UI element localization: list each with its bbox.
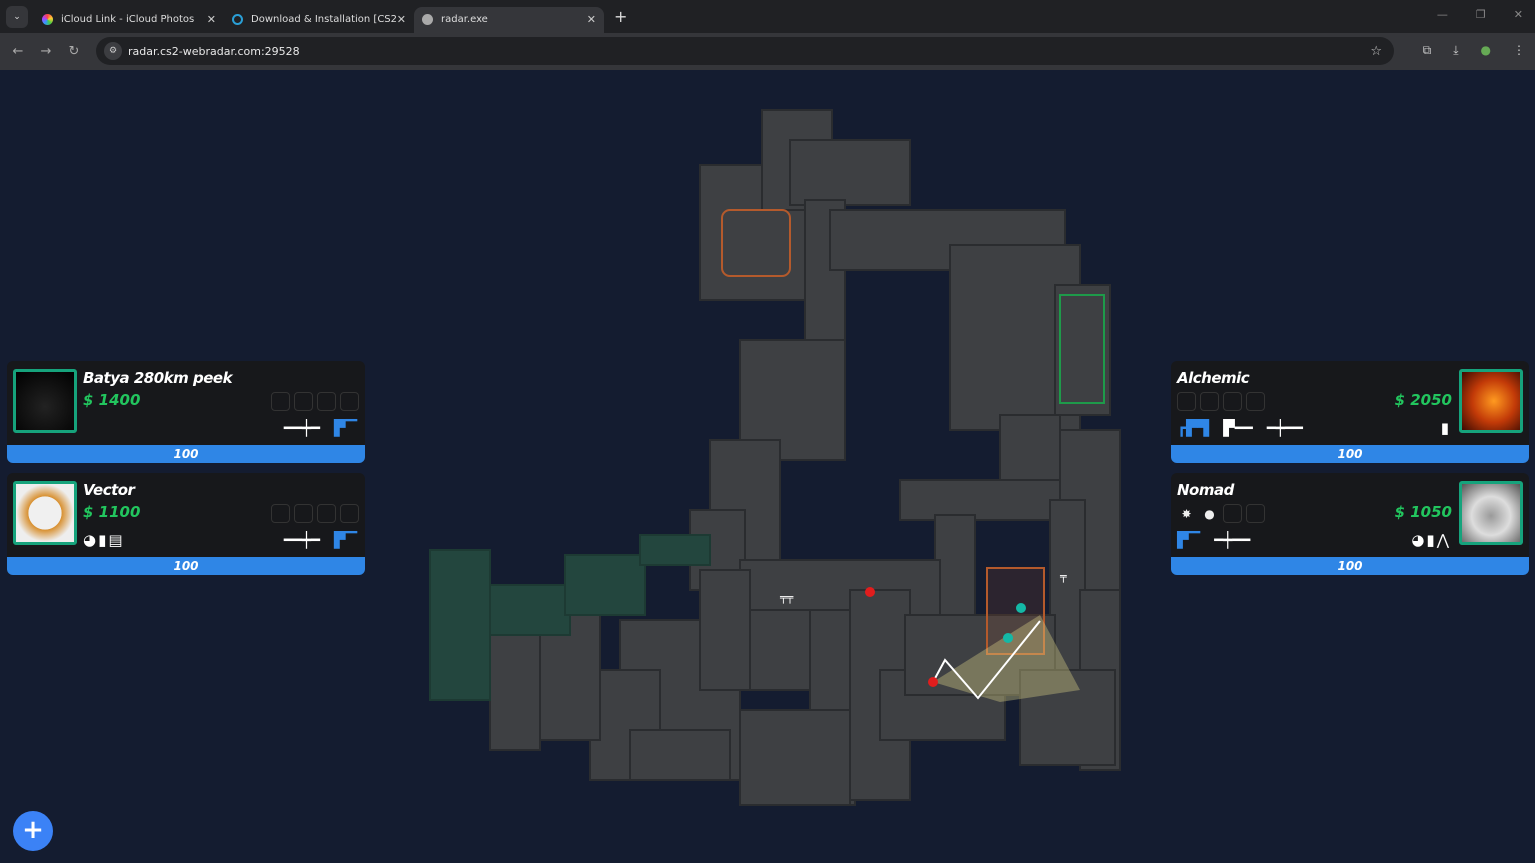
close-tab-icon[interactable]: ✕	[206, 13, 216, 26]
player-avatar	[13, 369, 77, 433]
player-money: $ 1050	[1394, 503, 1452, 521]
icloud-favicon-icon	[42, 14, 53, 25]
grenade-slots	[1177, 392, 1265, 411]
url-field[interactable]: ⚙ radar.cs2-webradar.com:29528 ☆	[96, 37, 1394, 65]
minimize-icon[interactable]: —	[1436, 8, 1448, 21]
new-tab-button[interactable]: +	[614, 7, 628, 26]
movement-path	[932, 620, 1041, 700]
download-icon[interactable]: ⤓	[1453, 43, 1459, 57]
player-money: $ 2050	[1394, 391, 1452, 409]
defuse-kit-icon: ▤	[108, 531, 123, 549]
helmet-icon: ◕	[83, 531, 97, 549]
enemy-marker[interactable]	[865, 587, 875, 597]
health-bar: 100	[1171, 445, 1529, 463]
tab-radar[interactable]: radar.exe ✕	[414, 6, 604, 33]
player-name: Nomad	[1177, 481, 1234, 499]
map-layout	[489, 109, 1121, 806]
helmet-icon: ◕	[1411, 531, 1425, 549]
he-grenade-icon: ●	[1204, 506, 1215, 521]
health-bar: 100	[7, 557, 365, 575]
globe-icon	[422, 14, 433, 25]
player-card[interactable]: Nomad ✸● $ 1050 ▛▔━┿━━ ◕▮⋀ 100	[1171, 473, 1529, 575]
enemy-marker[interactable]	[928, 677, 938, 687]
player-avatar	[1459, 369, 1523, 433]
tab-icloud[interactable]: iCloud Link - iCloud Photos ✕	[34, 7, 224, 33]
teammate-marker[interactable]	[1016, 603, 1026, 613]
kevlar-icon: ▮	[1440, 419, 1449, 437]
close-tab-icon[interactable]: ✕	[396, 13, 406, 26]
player-money: $ 1400	[83, 391, 141, 409]
tab-title: radar.exe	[441, 14, 488, 25]
player-card[interactable]: Alchemic $ 2050 ┏▛▜ ▛━━ ━┿━━ ▮ 100	[1171, 361, 1529, 463]
pistol-icon: ▛▔	[333, 531, 357, 549]
profile-avatar[interactable]: ●	[1480, 43, 1491, 57]
player-name: Alchemic	[1177, 369, 1250, 387]
bombsite-a-zone	[721, 209, 791, 277]
player-card[interactable]: Batya 280km peek $ 1400 ━━┿━ ▛▔ 100	[7, 361, 365, 463]
bombsite-b-zone	[986, 567, 1045, 655]
dropped-pistol-icon: ╤	[1059, 570, 1067, 583]
silenced-pistol-icon: ▛━━	[1223, 419, 1253, 437]
knife-icon: ━━┿━	[283, 419, 320, 437]
site-settings-icon[interactable]: ⚙	[104, 42, 122, 60]
back-icon[interactable]: ←	[12, 44, 24, 59]
dropped-weapon-icon: ╤╤	[779, 591, 794, 604]
pistol-icon: ▛▔	[333, 419, 357, 437]
tab-download[interactable]: Download & Installation [CS2 W✕	[224, 7, 414, 33]
tab-title: Download & Installation [CS2 W	[251, 14, 397, 25]
player-card[interactable]: Vector $ 1100 ◕▮▤ ━━┿━ ▛▔ 100	[7, 473, 365, 575]
kevlar-icon: ▮	[98, 531, 107, 549]
tab-bar: ⌄ iCloud Link - iCloud Photos ✕ Download …	[0, 0, 1535, 33]
add-button[interactable]: +	[13, 811, 53, 851]
map-water-area	[429, 534, 711, 701]
grenade-slots	[271, 392, 359, 411]
kevlar-icon: ▮	[1426, 531, 1435, 549]
teammate-marker[interactable]	[1003, 633, 1013, 643]
restore-icon[interactable]: ❐	[1475, 8, 1486, 21]
smg-icon: ┏▛▜	[1177, 419, 1210, 437]
close-tab-icon[interactable]: ✕	[586, 13, 596, 26]
close-window-icon[interactable]: ✕	[1513, 8, 1523, 21]
knife-icon: ━━┿━	[283, 531, 320, 549]
url-text[interactable]: radar.cs2-webradar.com:29528	[128, 44, 300, 58]
knife-icon: ━┿━━	[1266, 419, 1303, 437]
knife-icon: ━┿━━	[1214, 531, 1251, 549]
pistol-icon: ▛▔	[1177, 531, 1201, 549]
reload-icon[interactable]: ↻	[68, 44, 80, 59]
spawn-zone	[1059, 294, 1105, 404]
defuse-kit-icon: ⋀	[1436, 531, 1449, 549]
extensions-icon[interactable]: ⧉	[1422, 43, 1432, 57]
vision-cone	[933, 615, 1080, 702]
health-bar: 100	[1171, 557, 1529, 575]
bookmark-star-icon[interactable]: ☆	[1370, 43, 1382, 59]
grenade-slots	[271, 504, 359, 523]
forward-icon[interactable]: →	[40, 44, 52, 59]
flashbang-icon: ✸	[1181, 506, 1192, 521]
menu-icon[interactable]: ⋮	[1513, 43, 1525, 57]
health-bar: 100	[7, 445, 365, 463]
site-favicon-icon	[232, 14, 243, 25]
grenade-slots: ✸●	[1177, 504, 1265, 523]
player-money: $ 1100	[83, 503, 141, 521]
player-name: Batya 280km peek	[83, 369, 233, 387]
player-name: Vector	[83, 481, 135, 499]
tab-search-button[interactable]: ⌄	[6, 5, 28, 28]
tab-title: iCloud Link - iCloud Photos	[61, 14, 195, 25]
address-bar-row: ← → ↻ ⚙ radar.cs2-webradar.com:29528 ☆ ⧉…	[0, 33, 1535, 70]
player-avatar	[1459, 481, 1523, 545]
player-avatar	[13, 481, 77, 545]
radar-map[interactable]: ╤╤ ╤	[0, 70, 1535, 863]
